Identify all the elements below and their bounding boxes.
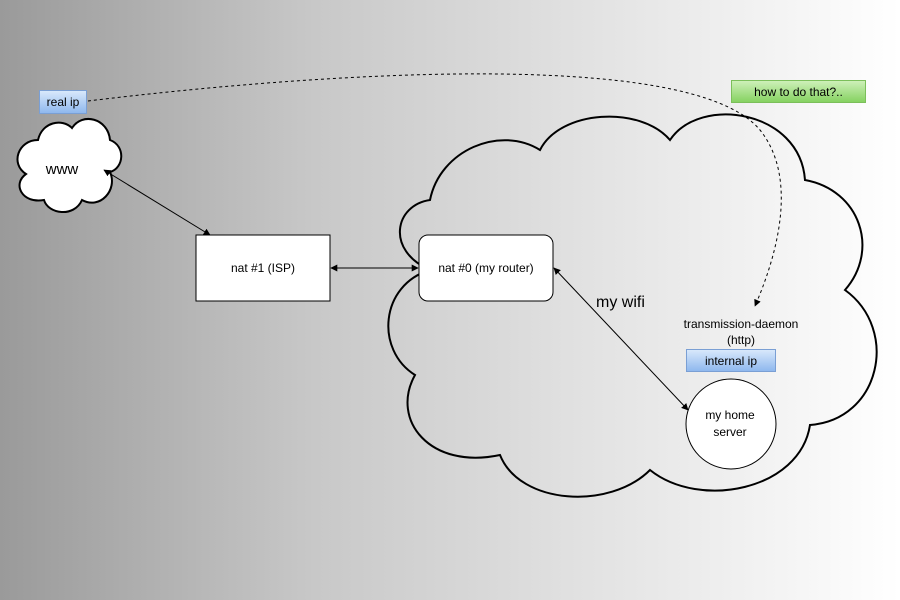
home-network-cloud	[387, 113, 878, 498]
my-wifi-label: my wifi	[596, 294, 645, 311]
internal-ip-tag: internal ip	[686, 349, 776, 372]
link-www-nat1	[103, 169, 211, 236]
home-server-node	[685, 378, 777, 470]
server-label-line1: my home	[705, 408, 755, 422]
server-label-line2: server	[713, 425, 746, 439]
daemon-label-line1: transmission-daemon	[684, 317, 799, 331]
link-nat0-server	[553, 267, 689, 411]
www-label: www	[45, 161, 79, 178]
nat0-box	[418, 234, 554, 302]
nat0-label: nat #0 (my router)	[438, 261, 533, 275]
nat1-label: nat #1 (ISP)	[231, 261, 295, 275]
question-tag: how to do that?..	[731, 80, 866, 103]
real-ip-tag: real ip	[39, 90, 87, 114]
nat1-box	[195, 234, 331, 302]
daemon-label-line2: (http)	[727, 333, 755, 347]
